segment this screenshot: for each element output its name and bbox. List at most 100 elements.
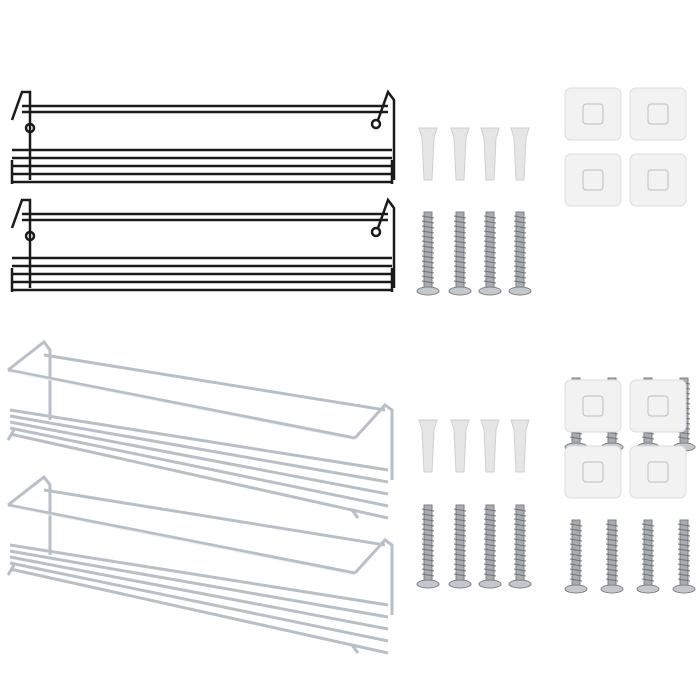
screw <box>508 211 532 296</box>
screw-head <box>636 584 660 594</box>
screw-thread <box>421 513 435 517</box>
wall-anchor <box>510 127 530 181</box>
rack-bottom-wire <box>9 408 389 472</box>
screw-thread <box>453 240 467 244</box>
screw-thread <box>513 533 527 537</box>
screw-thread <box>513 280 527 284</box>
screw-thread <box>513 513 527 517</box>
screw-head <box>416 579 440 589</box>
adhesive-pad <box>564 379 622 433</box>
screw-head <box>416 286 440 296</box>
pad-hook <box>582 395 604 417</box>
screw-thread <box>677 558 691 562</box>
screw <box>564 519 588 594</box>
screw-head <box>508 286 532 296</box>
pad-hook <box>647 461 669 483</box>
screw-thread <box>421 280 435 284</box>
adhesive-pad <box>629 153 687 207</box>
screw-thread <box>421 558 435 562</box>
wall-anchor <box>418 127 438 181</box>
screw-thread <box>569 548 583 552</box>
screw-thread <box>453 553 467 557</box>
screw-thread <box>453 235 467 239</box>
screw-thread <box>483 553 497 557</box>
anchor-body <box>510 127 530 181</box>
screw-thread <box>483 220 497 224</box>
screw-thread <box>483 558 497 562</box>
chrome-spice-racks <box>6 339 394 655</box>
screw-thread <box>421 225 435 229</box>
screw-thread <box>677 553 691 557</box>
wall-anchor <box>480 419 500 473</box>
rack-bottom-wire <box>9 426 389 508</box>
screw-thread <box>569 573 583 577</box>
screw-thread <box>513 225 527 229</box>
screw-thread <box>513 275 527 279</box>
screw-thread <box>605 523 619 527</box>
mounting-hole <box>370 226 382 238</box>
screw-thread <box>513 255 527 259</box>
pad-square <box>629 379 687 433</box>
screw-thread <box>513 260 527 264</box>
anchor-body <box>480 127 500 181</box>
screw-thread <box>483 265 497 269</box>
screw-thread <box>513 548 527 552</box>
screw-thread <box>421 270 435 274</box>
screw-thread <box>513 563 527 567</box>
screw-thread <box>453 275 467 279</box>
screw-thread <box>569 523 583 527</box>
screw-thread <box>677 548 691 552</box>
screw-thread <box>569 543 583 547</box>
screw-thread <box>483 280 497 284</box>
screw-thread <box>453 568 467 572</box>
rack-end-hook <box>10 160 394 184</box>
screw-thread <box>453 528 467 532</box>
chrome-highlight <box>9 371 356 441</box>
mounting-hardware <box>416 87 696 594</box>
rack-end-hook <box>6 429 360 519</box>
screw <box>600 519 624 594</box>
screw-thread <box>421 573 435 577</box>
screw-thread <box>513 558 527 562</box>
rack-top-rail <box>7 353 386 440</box>
screw-thread <box>513 265 527 269</box>
black-rack <box>10 197 396 292</box>
screw-thread <box>605 568 619 572</box>
screw-thread <box>453 538 467 542</box>
screw-thread <box>641 528 655 532</box>
rack-bottom-wire <box>9 432 389 520</box>
adhesive-pad <box>629 445 687 499</box>
screw-thread <box>677 523 691 527</box>
rack-bottom-wire <box>9 543 389 607</box>
adhesive-pad <box>629 379 687 433</box>
screw-thread <box>453 548 467 552</box>
pad-hook <box>647 103 669 125</box>
screw-thread <box>513 215 527 219</box>
screw-thread <box>483 563 497 567</box>
screw-thread <box>453 533 467 537</box>
rack-bottom-wire <box>9 549 389 619</box>
screw-thread <box>605 578 619 582</box>
pad-hook <box>582 169 604 191</box>
rack-end-hook <box>10 268 394 292</box>
rack-side-frame <box>7 339 394 480</box>
screw-thread <box>513 235 527 239</box>
screw-thread <box>641 558 655 562</box>
screw-thread <box>421 265 435 269</box>
screw-thread <box>421 548 435 552</box>
screw-head <box>478 579 502 589</box>
black-spice-racks <box>10 89 396 292</box>
anchor-body <box>450 419 470 473</box>
screw-thread <box>453 265 467 269</box>
screw-thread <box>421 518 435 522</box>
screw <box>478 211 502 296</box>
screw-thread <box>453 215 467 219</box>
screw-thread <box>605 436 619 440</box>
screw-head <box>600 584 624 594</box>
screw-thread <box>569 436 583 440</box>
screw-thread <box>513 245 527 249</box>
screw-thread <box>483 250 497 254</box>
chrome-rack <box>6 474 394 655</box>
screw <box>448 211 472 296</box>
screw-thread <box>677 528 691 532</box>
